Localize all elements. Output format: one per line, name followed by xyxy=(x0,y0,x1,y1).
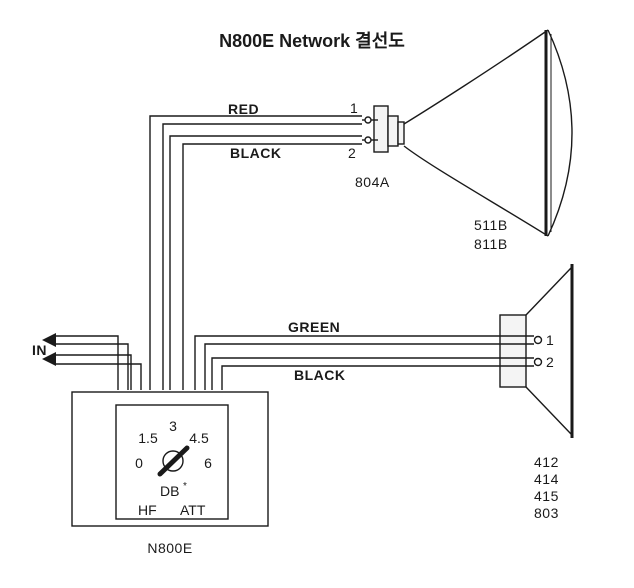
tweeter-wires xyxy=(149,115,362,390)
woofer-model-3: 415 xyxy=(534,488,559,504)
dial-value-0: 0 xyxy=(135,455,143,471)
connector-label: 804A xyxy=(355,174,390,190)
woofer-pin2-label: 2 xyxy=(546,354,554,370)
input-label: IN xyxy=(32,342,47,358)
dial-value-4-5: 4.5 xyxy=(189,430,209,446)
woofer-model-1: 412 xyxy=(534,454,559,470)
tweeter-pin1-label: 1 xyxy=(350,100,358,116)
diagram-title: N800E Network 결선도 xyxy=(219,31,405,51)
woofer-pin1-label: 1 xyxy=(546,332,554,348)
woofer-model-4: 803 xyxy=(534,505,559,521)
tweeter-horn xyxy=(403,29,573,237)
dial-unit-label: DB xyxy=(160,483,179,499)
dial-value-1-5: 1.5 xyxy=(138,430,158,446)
wire-label-green: GREEN xyxy=(288,319,340,335)
woofer-terminal-2 xyxy=(533,357,543,367)
network-name-label: N800E xyxy=(147,540,192,556)
tweeter-model-2: 811B xyxy=(474,236,508,252)
hf-label: HF xyxy=(138,502,157,518)
dial-value-3: 3 xyxy=(169,418,177,434)
driver-connector-804a xyxy=(362,105,405,153)
tweeter-model-1: 511B xyxy=(474,217,508,233)
dial-value-6: 6 xyxy=(204,455,212,471)
dial-unit-asterisk: * xyxy=(183,481,187,492)
attenuator-knob[interactable] xyxy=(157,445,190,477)
woofer-terminal-1 xyxy=(533,335,543,345)
tweeter-pin2-label: 2 xyxy=(348,145,356,161)
wire-label-black-top: BLACK xyxy=(230,145,282,161)
woofer-wires xyxy=(194,335,534,390)
att-label: ATT xyxy=(180,502,206,518)
woofer-speaker xyxy=(499,264,574,438)
woofer-model-2: 414 xyxy=(534,471,559,487)
input-wires xyxy=(42,333,142,390)
wire-label-black-bottom: BLACK xyxy=(294,367,346,383)
wire-label-red: RED xyxy=(228,101,259,117)
